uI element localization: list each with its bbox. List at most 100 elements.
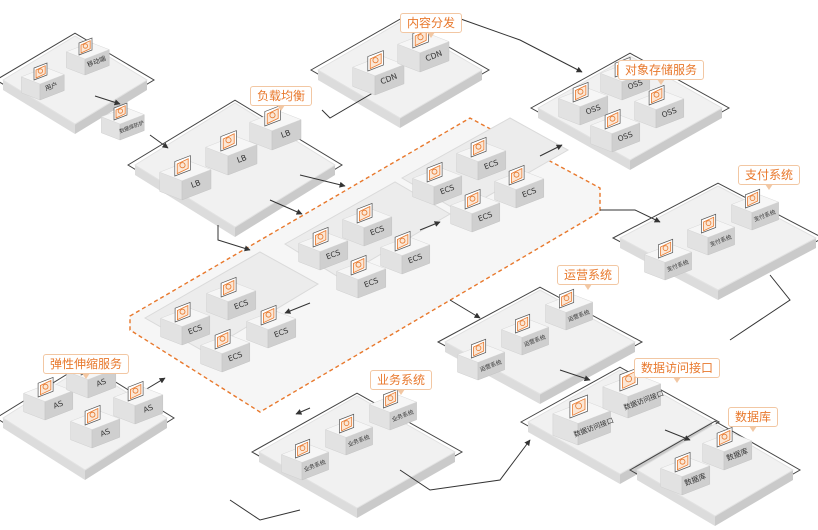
oss-node-3-screen-icon (607, 111, 619, 128)
payment-node-2: 支付系统 (686, 213, 736, 256)
payment-node-3-screen-icon (747, 191, 759, 207)
label-business: 业务系统 (370, 370, 433, 390)
link-business-to-data (399, 439, 531, 491)
security-node: 数据库防护 (100, 102, 145, 141)
operations-node-1: 运营系统 (456, 338, 506, 381)
business-node-1-screen-icon (297, 441, 309, 457)
link-ecs-to-oss (539, 144, 563, 157)
ecs-node-11-glyph-icon (469, 195, 476, 202)
as-node-4-label: AS (142, 403, 155, 415)
payment-node-2-glyph-icon (705, 220, 712, 226)
operations-node-3: 运营系统 (544, 288, 594, 331)
platform-operations-side-right (540, 342, 635, 404)
ecs-node-12-screen-icon (510, 167, 523, 184)
ecs-node-12: ECS (493, 164, 545, 209)
payment-node-2-screen-icon (703, 216, 715, 232)
data-access-node-2-glyph-icon (625, 375, 632, 383)
as-node-1-label: AS (52, 399, 65, 411)
link-security-to-lb (149, 134, 169, 149)
lb-node-1-glyph-icon (179, 162, 186, 169)
platform-oss-side-right (630, 108, 722, 170)
ecs-node-1-screen-icon (176, 304, 189, 321)
platform-lb-side-right (235, 165, 335, 237)
as-node-3-label: AS (99, 427, 112, 439)
ecs-node-7-screen-icon (352, 257, 365, 274)
platform-clients-side-right (75, 80, 147, 134)
oss-node-4-screen-icon (651, 87, 663, 104)
cdn-node-1-glyph-icon (372, 57, 379, 64)
label-operations: 运营系统 (557, 265, 620, 285)
oss-node-3-glyph-icon (609, 115, 616, 122)
platform-oss-side-left (538, 108, 630, 170)
ecs-node-9-glyph-icon (431, 168, 438, 175)
ecs-node-8: ECS (379, 230, 431, 275)
ecs-node-10-glyph-icon (475, 143, 482, 150)
client-mobile-node-screen-icon (80, 40, 91, 54)
oss-node-1-screen-icon (575, 84, 587, 101)
connector-layer (94, 17, 791, 521)
label-database: 数据库 (728, 407, 779, 427)
oss-node-1-glyph-icon (577, 88, 584, 95)
link-ecs-internal-1 (284, 302, 311, 314)
payment-node-1-screen-icon (660, 241, 672, 257)
lb-node-2-glyph-icon (225, 137, 232, 144)
operations-node-3-screen-icon (561, 291, 573, 307)
platform-autoscaling-side-left (3, 418, 85, 480)
ecs-node-6-glyph-icon (361, 209, 368, 216)
ecs-node-1-glyph-icon (179, 308, 186, 315)
business-node-2-screen-icon (341, 416, 353, 432)
client-mobile-node: 移动端 (65, 37, 110, 76)
ecs-node-8-glyph-icon (399, 237, 406, 244)
label-load-balancing: 负载均衡 (250, 86, 313, 106)
link-operations-to-data (559, 369, 591, 382)
link-data-to-database (664, 429, 691, 441)
operations-node-3-glyph-icon (563, 295, 570, 301)
as-node-1-screen-icon (40, 379, 52, 396)
platform-database-side-left (637, 470, 715, 526)
platform-cdn-side-right (400, 70, 482, 128)
as-node-1-glyph-icon (42, 383, 49, 390)
link-ecs-to-business (295, 407, 311, 415)
ecs-node-6: ECS (341, 202, 393, 247)
data-access-node-2: 数据访问接口 (602, 367, 665, 419)
client-user-node-label: 用户 (44, 80, 59, 93)
link-ecs-internal-2 (419, 221, 441, 231)
ecs-node-7-glyph-icon (355, 261, 362, 268)
data-access-node-1-screen-icon (572, 398, 586, 416)
business-node-3-screen-icon (385, 391, 397, 407)
business-node-2-glyph-icon (343, 420, 350, 426)
database-node-2-glyph-icon (721, 433, 728, 440)
operations-node-2: 运营系统 (500, 313, 550, 356)
ecs-node-4-glyph-icon (265, 311, 272, 318)
link-lb-to-ecs (299, 174, 346, 188)
business-node-3-glyph-icon (387, 395, 394, 401)
as-node-3-glyph-icon (89, 411, 96, 418)
platform-clients (2, 35, 148, 125)
ecs-node-12-glyph-icon (513, 171, 520, 178)
link-autoscaling-to-ecs (144, 377, 166, 391)
business-node-3: 业务系统 (368, 388, 418, 431)
ecs-node-6-screen-icon (358, 205, 371, 222)
operations-node-1-glyph-icon (475, 345, 482, 351)
business-node-1-glyph-icon (299, 445, 306, 451)
as-node-4-screen-icon (129, 383, 142, 400)
client-user-node-glyph-icon (37, 68, 44, 74)
business-node-1: 业务系统 (280, 438, 330, 481)
oss-node-4-glyph-icon (653, 91, 660, 98)
label-object-storage: 对象存储服务 (618, 60, 705, 80)
client-user-node: 用户 (20, 62, 65, 101)
label-payment: 支付系统 (738, 165, 801, 185)
client-user-node-screen-icon (35, 65, 46, 79)
ecs-node-2: ECS (205, 276, 257, 321)
business-node-2: 业务系统 (324, 413, 374, 456)
lb-node-1-screen-icon (176, 158, 189, 175)
platform-autoscaling-side-right (85, 418, 167, 480)
as-node-1: AS (22, 376, 74, 421)
cdn-node-1: CDN (352, 50, 405, 96)
label-content-delivery: 内容分发 (400, 13, 463, 33)
label-autoscaling: 弹性伸缩服务 (43, 354, 130, 374)
ecs-node-11-screen-icon (466, 191, 479, 208)
node-layer: 用户移动端数据库防护CDNCDNOSSOSSOSSOSSLBLBLBECSECS… (20, 27, 780, 496)
platform-data-access (526, 369, 714, 475)
ecs-node-4: ECS (245, 304, 297, 349)
